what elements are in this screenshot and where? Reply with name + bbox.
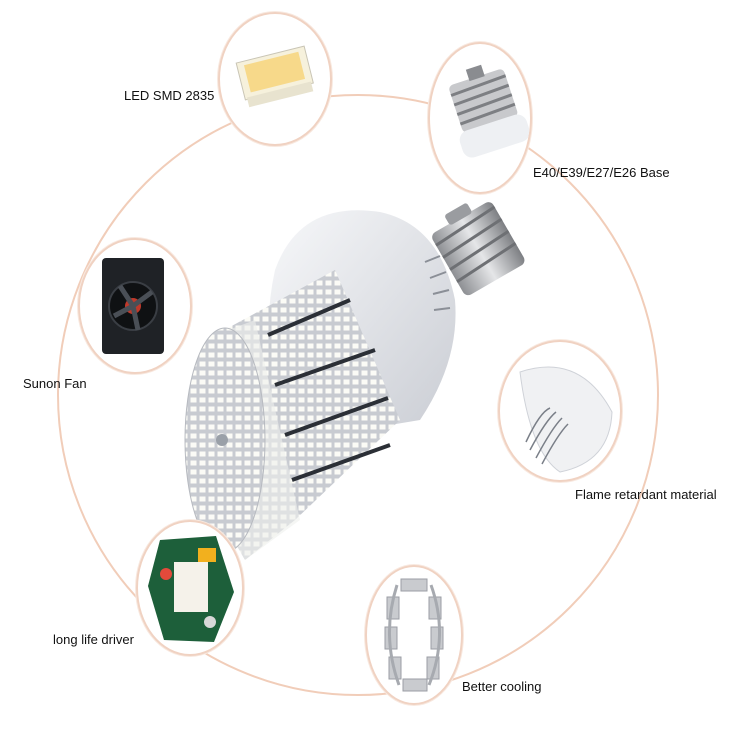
flame-retardant-label: Flame retardant material: [575, 487, 717, 502]
fan-label: Sunon Fan: [23, 376, 87, 391]
housing-shell-icon: [519, 366, 613, 473]
base-type-label: E40/E39/E27/E26 Base: [533, 165, 670, 180]
fan-bubble: [78, 238, 192, 374]
housing-bubble: [498, 340, 622, 482]
heat-sink-icon: [384, 578, 444, 692]
fan-icon: [102, 258, 164, 354]
led-chip-bubble: [218, 12, 332, 146]
heat-sink-bubble: [365, 565, 463, 705]
driver-bubble: [136, 520, 244, 656]
led-chip-icon: [235, 45, 314, 108]
driver-label: long life driver: [53, 632, 134, 647]
led-smd-label: LED SMD 2835: [124, 88, 215, 103]
screw-base-bubble: [428, 42, 532, 194]
screw-base-icon: [449, 64, 530, 158]
cooling-label: Better cooling: [462, 679, 542, 694]
circuit-board-icon: [148, 536, 234, 642]
